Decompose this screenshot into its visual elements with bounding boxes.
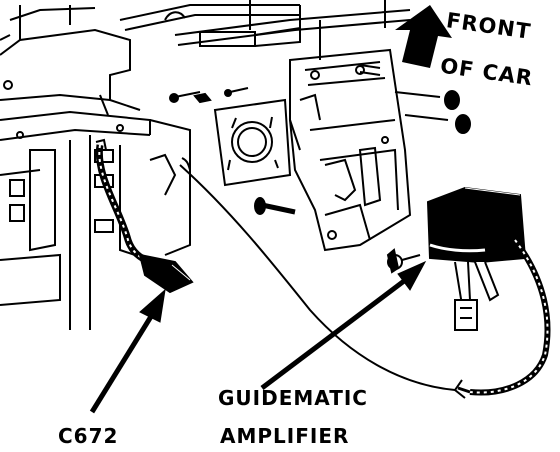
amplifier-label-line1: GUIDEMATIC	[218, 386, 368, 410]
amplifier-label-line2: AMPLIFIER	[220, 424, 350, 448]
connector-label: C672	[58, 424, 119, 448]
upper-crossmember	[119, 0, 411, 60]
mounting-plate	[213, 98, 292, 187]
pointer-arrows	[89, 260, 427, 414]
c672-connector	[95, 138, 194, 294]
amplifier-pointer-arrowhead	[397, 260, 427, 291]
c672-pointer-arrowhead	[139, 288, 166, 323]
firewall-structure	[0, 5, 191, 330]
bolts	[169, 64, 471, 274]
amplifier-harness	[429, 238, 551, 399]
front-of-car-arrow-icon	[395, 5, 452, 68]
long-cable	[179, 157, 456, 391]
amplifier-bracket	[289, 48, 412, 252]
guidematic-amplifier	[426, 186, 527, 331]
